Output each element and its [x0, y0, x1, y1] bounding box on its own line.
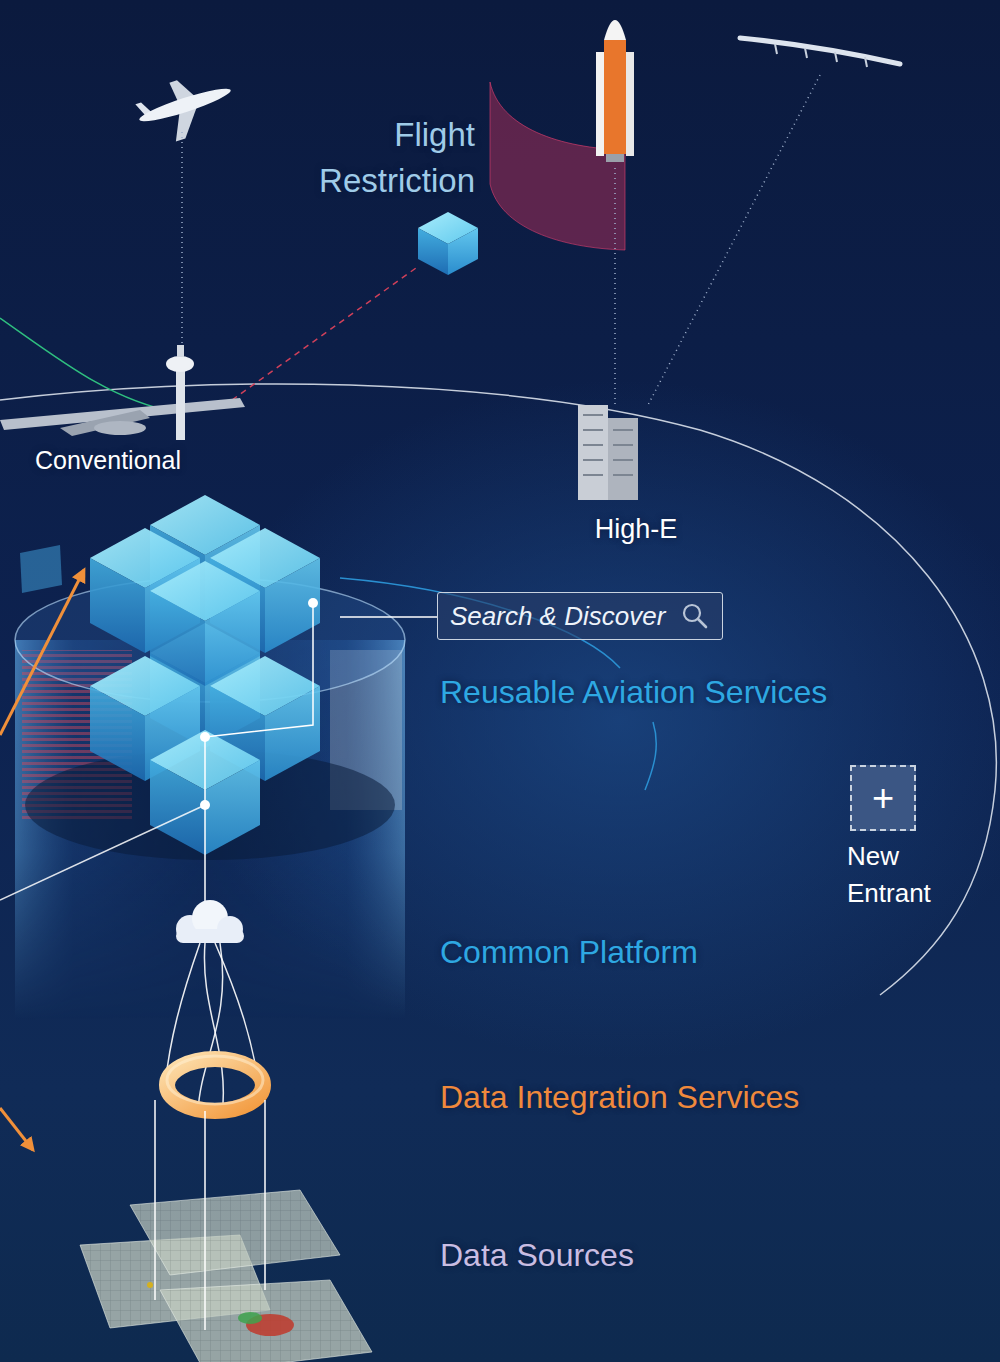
wire-dot: [200, 800, 210, 810]
layer-label: Common Platform: [440, 934, 698, 971]
wire: [154, 1100, 156, 1300]
wire: [340, 616, 437, 618]
map-dot: [147, 1282, 153, 1288]
weather-cell: [238, 1312, 262, 1324]
cube-face: [418, 228, 448, 275]
search-icon-handle: [698, 619, 706, 627]
inner-orbit: [645, 722, 656, 790]
cube: [150, 561, 260, 686]
service-cubes: [90, 495, 320, 855]
restriction-label: Flight Restriction: [270, 112, 475, 204]
wire: [198, 943, 223, 1112]
uav: [740, 38, 900, 67]
airport-label: Conventional: [35, 446, 181, 475]
data-layer: [130, 1190, 340, 1275]
dotted-link: [614, 168, 616, 405]
new-entrant-node: + New Entrant: [847, 765, 957, 912]
data-wires: [165, 943, 260, 1115]
search-icon: [680, 601, 710, 631]
windows: [583, 415, 633, 475]
dotted-link: [648, 75, 820, 405]
ring-highlight: [167, 1056, 263, 1104]
fuselage: [137, 84, 233, 127]
uav-pods: [775, 44, 867, 67]
cube-face: [448, 228, 478, 275]
service-tile: [20, 545, 62, 593]
building: [578, 405, 608, 500]
search-box: Search & Discover: [437, 592, 723, 640]
node-caption: New Entrant: [847, 838, 957, 912]
layer-wires: [155, 1100, 265, 1330]
restriction-cube: [418, 212, 478, 275]
airport: [0, 345, 245, 440]
layer-label: Data Sources: [440, 1237, 634, 1274]
buildings: [578, 405, 638, 500]
cylinder-body: [15, 640, 405, 1020]
rocket-engine: [606, 154, 624, 162]
plus-sign: +: [872, 779, 894, 817]
data-layers: [80, 1190, 372, 1362]
dashed-tile: +: [850, 765, 916, 831]
tower-cab: [166, 356, 194, 372]
flow-arrow: [0, 1108, 33, 1150]
uav-wing: [740, 38, 900, 64]
rocket-nose: [604, 20, 626, 40]
tower-shaft: [176, 368, 185, 440]
rocket: [596, 20, 634, 162]
wire: [0, 805, 205, 900]
wire: [205, 603, 313, 737]
wire: [204, 943, 223, 1115]
flow-arrow: [0, 570, 84, 735]
cloud-base: [176, 929, 244, 943]
restriction-link: [232, 268, 416, 400]
cloud: [176, 900, 244, 943]
layer-label: Reusable Aviation Services: [440, 674, 827, 711]
runway: [60, 410, 150, 436]
wire: [204, 737, 206, 905]
airplane: [131, 65, 240, 150]
booster: [626, 52, 634, 156]
tower-top: [177, 345, 184, 357]
flight-track: [0, 318, 175, 412]
layer-label: Data Integration Services: [440, 1079, 799, 1116]
data-layer: [160, 1280, 372, 1362]
dotted-link: [181, 132, 183, 345]
search-text: Search & Discover: [450, 601, 665, 632]
wire-dot: [200, 732, 210, 742]
wire: [264, 1100, 266, 1290]
wire: [204, 1111, 206, 1330]
rocket-body: [604, 40, 626, 154]
vertiport-label: High-E: [576, 514, 696, 545]
booster: [596, 52, 604, 156]
terminal: [94, 421, 146, 435]
wire-dot: [308, 598, 318, 608]
